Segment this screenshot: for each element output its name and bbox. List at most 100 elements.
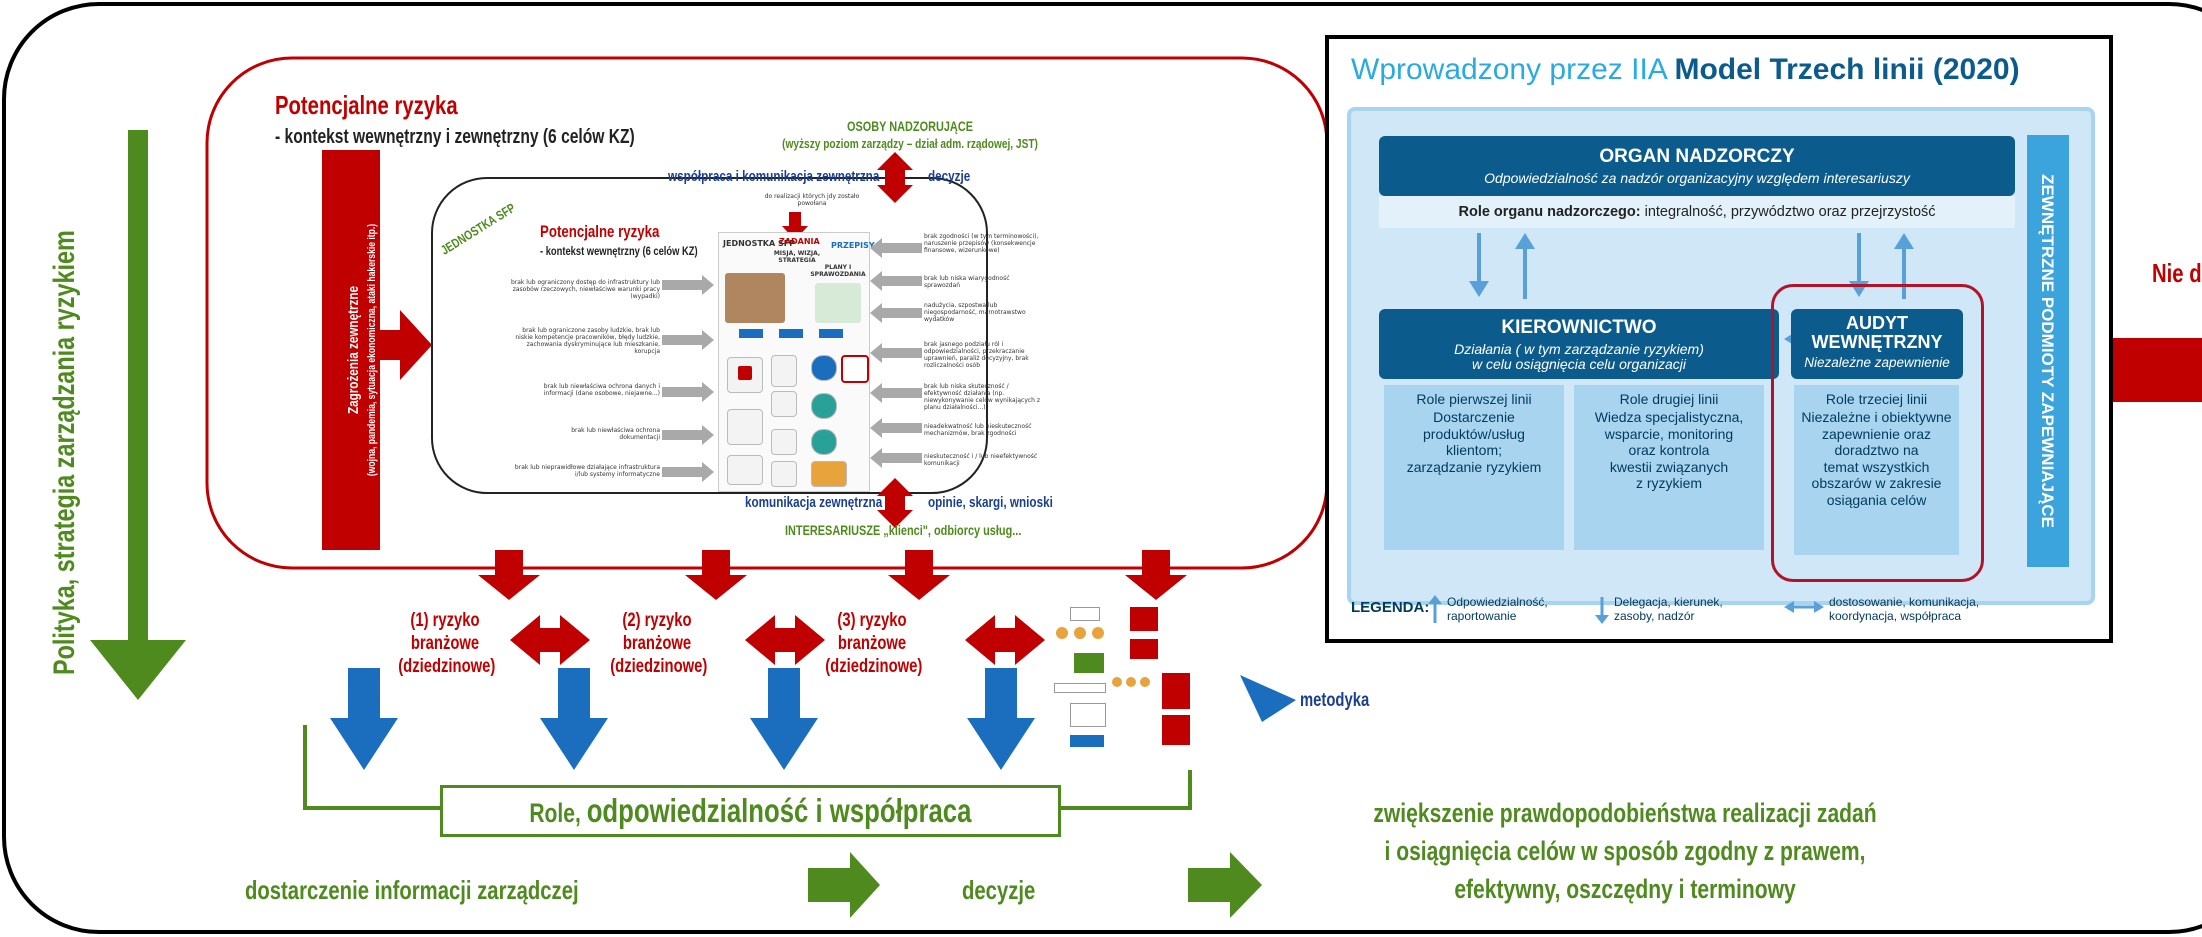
people-icon — [811, 461, 847, 487]
tag-plans: PLANY I SPRAWOZDANIA — [810, 264, 866, 278]
warning-icon — [841, 355, 869, 383]
right-risk-2: brak lub niska wiarygodność sprawozdań — [924, 275, 1010, 289]
mini-blue-box-2 — [779, 329, 803, 338]
legend-up-arrow-icon — [1428, 595, 1442, 623]
stakeholders-label: INTERESARIUSZE „klienci", odbiorcy usług… — [785, 522, 1022, 538]
right-gray-arrows — [870, 238, 922, 468]
risk-label-1: (1) ryzyko branżowe (dziedzinowe) — [398, 610, 496, 677]
methodology-flowchart — [1050, 605, 1195, 770]
three-lines-model: Wprowadzony przez IIA Model Trzech linii… — [1325, 35, 2113, 643]
chart-icon — [771, 391, 797, 417]
legend-double-arrow-icon — [1784, 601, 1824, 613]
network-icon — [727, 455, 763, 485]
management-info-label: dostarczenie informacji zarządczej — [245, 875, 579, 905]
threats-sub: (wojna, pandemia, sytuacja ekonomiczna, … — [366, 223, 378, 477]
governing-roles-text: integralność, przywództwo oraz przejrzys… — [1640, 204, 1936, 220]
risk-label-3: (3) ryzyko branżowe (dziedzinowe) — [825, 610, 923, 677]
right-risk-5: brak lub niska skuteczność / efektywność… — [924, 383, 1041, 411]
documents-image — [815, 283, 861, 323]
tag-unit: JEDNOSTKA SFP — [723, 239, 796, 248]
first-line-title: Role pierwszej linii — [1416, 391, 1532, 407]
center-caption: do realizacji których jdy zostało powoła… — [764, 193, 860, 207]
internal-audit-sub: Niezależne zapewnienie — [1804, 354, 1950, 370]
second-line-text: Wiedza specjalistyczna, wsparcie, monito… — [1594, 409, 1744, 492]
mini-blue-box-1 — [739, 329, 763, 338]
threats-bar — [322, 150, 380, 550]
decisions-label: decyzje — [962, 875, 1036, 905]
legend-item-3: dostosowanie, komunikacja, koordynacja, … — [1829, 595, 1980, 623]
top-cooperation-label: współpraca i komunikacja zewnętrzna — [668, 168, 880, 185]
management-sub: Działania ( w tym zarządzanie ryzykiem) … — [1454, 341, 1704, 373]
first-line-box — [1384, 385, 1564, 550]
circle-icon — [811, 429, 837, 455]
governing-body-box: ORGAN NADZORCZY Odpowiedzialność za nadz… — [1379, 136, 2015, 196]
third-line-title: Role trzeciej linii — [1825, 391, 1928, 407]
policy-arrow — [90, 130, 186, 700]
outer-risk-title: Potencjalne ryzyka — [275, 90, 458, 120]
methodology-label: metodyka — [1300, 690, 1370, 711]
risk-label-2: (2) ryzyko branżowe (dziedzinowe) — [610, 610, 708, 677]
right-clipped-label: Nie d — [2152, 258, 2202, 288]
threats-arrow — [380, 310, 432, 380]
methodology-arrow — [1240, 675, 1296, 722]
model-title-bold: Model Trzech linii (2020) — [1674, 53, 2020, 86]
second-line-box — [1574, 385, 1764, 550]
roles-box: Role, odpowiedzialność i współpraca — [440, 785, 1061, 837]
tag-tasks: ZADANIA — [779, 237, 820, 246]
top-decisions-label: decyzje — [928, 168, 971, 185]
inner-risk-title: Potencjalne ryzyka — [540, 222, 660, 241]
governing-body-title: ORGAN NADZORCZY — [1599, 146, 1795, 167]
governing-body-sub: Odpowiedzialność za nadzór organizacyjny… — [1484, 170, 1910, 186]
roles-prefix: Role, — [529, 798, 587, 828]
mini-blue-box-3 — [819, 329, 843, 338]
right-risk-1: brak zgodności (w tym terminowości), nar… — [924, 233, 1039, 254]
file-icon — [727, 409, 763, 445]
tag-mission: MISJA, WIZJA, STRATEGIA — [773, 250, 821, 264]
second-line-title: Role drugiej linii — [1619, 391, 1719, 407]
policy-label: Polityka, strategia zarządzania ryzykiem — [48, 230, 81, 675]
building-image — [725, 273, 785, 323]
green-arrow-1 — [808, 852, 880, 918]
supervisors-sub: (wyższy poziom zarządzy – dział adm. rzą… — [782, 136, 1038, 151]
bottom-double-arrow — [877, 478, 913, 528]
right-risk-6: nieadekwatność lub nieskuteczność mechan… — [924, 423, 1032, 437]
supervisors-title: OSOBY NADZORUJĄCE — [846, 118, 973, 134]
third-line-box — [1794, 385, 1959, 555]
left-risk-4: brak lub niewłaściwa ochrona dokumentacj… — [571, 427, 660, 441]
threats-label-wrap: Zagrożenia zewnętrzne (wojna, pandemia, … — [345, 160, 378, 540]
audit-highlight — [1771, 284, 1984, 582]
external-assurance-column: ZEWNĘTRZNE PODMIOTY ZAPEWNIAJĄCE — [2027, 135, 2069, 567]
gear-icon — [771, 461, 797, 487]
top-double-arrow — [877, 152, 913, 203]
tree-icon — [771, 429, 797, 455]
model-title-pre: Wprowadzony przez IIA — [1351, 53, 1675, 86]
legend-down-arrow-icon — [1595, 597, 1609, 624]
stop-icon — [811, 393, 837, 419]
left-risk-2: brak lub ograniczone zasoby ludzkie, bra… — [515, 327, 660, 355]
outcome-text: zwiększenie prawdopodobieństwa realizacj… — [1373, 798, 1877, 904]
internal-audit-title: AUDYT WEWNĘTRZNY — [1811, 313, 1943, 352]
center-panel: JEDNOSTKA SFP ZADANIA MISJA, WIZJA, STRA… — [718, 232, 875, 492]
info-icon — [811, 355, 837, 381]
tag-regulations: PRZEPISY — [831, 241, 875, 250]
governing-roles: Role organu nadzorczego: integralność, p… — [1379, 196, 2015, 228]
model-title: Wprowadzony przez IIA Model Trzech linii… — [1351, 53, 2020, 87]
third-line-text: Niezależne i obiektywne zapewnienie oraz… — [1801, 409, 1952, 508]
bottom-opinions-label: opinie, skargi, wnioski — [928, 494, 1053, 511]
inner-risk-subtitle: - kontekst wewnętrzny (6 celów KZ) — [540, 244, 698, 258]
right-risk-4: brak jasnego podziału ról i odpowiedzial… — [924, 341, 1029, 369]
bottom-communication-label: komunikacja zewnętrzna — [745, 494, 883, 511]
lock-icon — [727, 357, 763, 393]
left-risk-5: brak lub nieprawidłowe działające infras… — [514, 464, 660, 478]
green-arrow-2 — [1188, 852, 1262, 918]
internal-audit-box: AUDYT WEWNĘTRZNY Niezależne zapewnienie — [1791, 309, 1963, 379]
threats-label: Zagrożenia zewnętrzne — [345, 285, 362, 415]
first-line-text: Dostarczenie produktów/usług klientom; z… — [1406, 409, 1542, 475]
roles-emph: odpowiedzialność i współpraca — [586, 792, 972, 829]
legend-item-2: Delegacja, kierunek, zasoby, nadzór — [1614, 595, 1723, 623]
governing-roles-bold: Role organu nadzorczego: — [1458, 204, 1641, 220]
document-icon — [771, 355, 797, 387]
policy-label-wrap: Polityka, strategia zarządzania ryzykiem — [48, 75, 88, 675]
legend-item-1: Odpowiedzialność, raportowanie — [1447, 595, 1548, 623]
